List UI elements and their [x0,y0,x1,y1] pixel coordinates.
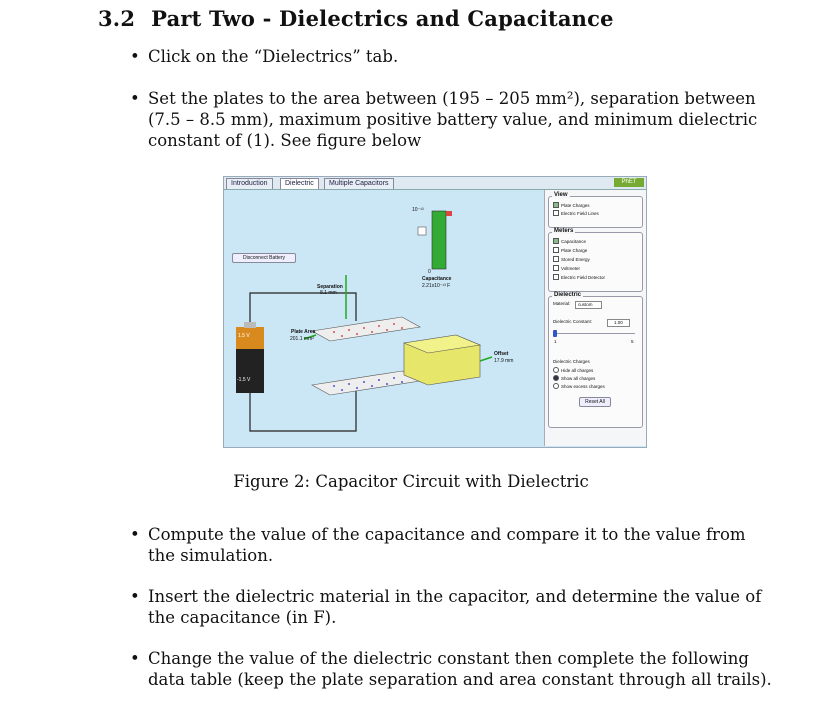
bullet-dot: • [130,47,140,66]
field-detector-checkbox[interactable]: Electric Field Detector [553,274,605,281]
plate-charges [333,323,403,337]
offset-handle [479,356,493,362]
meters-title: Meters [552,228,576,234]
show-excess-charges-radio[interactable]: Show excess charges [553,383,605,390]
battery-bottom-label: -1.5 V [237,377,251,383]
bullet-text: Compute the value of the capacitance and… [148,525,746,565]
bottom-wire [249,385,357,432]
bullet-dot: • [130,525,140,544]
circuit-canvas [236,210,493,432]
bullet-dot: • [130,587,140,606]
slider-min-label: 1 [554,339,557,344]
battery-top-label: 1.5 V [238,333,250,339]
bullet-dot: • [130,649,140,668]
area-label: Plate Area [291,329,316,335]
view-title: View [552,192,570,198]
section-number: 3.2 [98,6,136,31]
slider-max-label: 5 [631,339,634,344]
meters-box: Meters Capacitance Plate Charge Stored E… [548,228,643,292]
top-plate [311,316,421,342]
hide-charges-radio[interactable]: Hide all charges [553,367,593,374]
offset-value: 17.9 mm [494,358,514,364]
bullet-dot: • [130,89,140,108]
show-all-charges-radio[interactable]: Show all charges [553,375,595,382]
dielectric-title: Dielectric [552,292,584,298]
phet-logo: PhET [614,178,644,187]
bullet-text: Set the plates to the area between (195 … [148,89,758,150]
bullet-text: Change the value of the dielectric const… [148,649,772,689]
meter-max-label: 10⁻¹³ [412,207,424,213]
field-lines-checkbox[interactable]: Electric Field Lines [553,210,599,217]
sim-tabs: Introduction Dielectric Multiple Capacit… [224,177,646,190]
area-value: 201.1 mm² [290,336,314,342]
meter-min-label: 0 [428,269,431,275]
capacitance-meter-bar [431,210,447,270]
material-select[interactable]: custom [575,301,602,309]
zoom-icon [417,226,427,236]
constant-slider-thumb[interactable] [553,330,557,337]
figure-caption: Figure 2: Capacitor Circuit with Dielect… [233,472,589,491]
tab-dielectric[interactable]: Dielectric [280,178,319,189]
capacitance-checkbox[interactable]: Capacitance [553,238,586,245]
constant-input[interactable]: 1.00 [607,319,630,327]
area-handle [303,334,317,340]
capacitance-label: Capacitance [422,276,452,282]
material-label: Material: [553,301,571,306]
top-wire [249,292,357,339]
section-title: Part Two - Dielectrics and Capacitance [151,6,614,31]
separation-value: 8.1 mm [320,290,337,296]
dielectric-box: Dielectric Material: custom Dielectric C… [548,292,643,428]
bullet-text: Click on the “Dielectrics” tab. [148,47,399,66]
capacitance-value: 2.21x10⁻¹³ F [422,283,451,289]
constant-slider-track[interactable] [555,333,635,334]
offset-label: Offset [494,351,509,357]
dielectric-charges-label: Dielectric Charges [553,359,590,364]
bullet-text: Insert the dielectric material in the ca… [148,587,762,627]
reset-all-button[interactable]: Reset All [579,397,611,407]
constant-label: Dielectric Constant: [553,319,593,324]
view-box: View Plate Charges Electric Field Lines [548,192,643,228]
plate-charge-checkbox[interactable]: Plate Charge [553,247,587,254]
capacitor-simulation: Introduction Dielectric Multiple Capacit… [223,176,647,448]
tab-introduction[interactable]: Introduction [226,178,273,189]
tab-multiple-capacitors[interactable]: Multiple Capacitors [324,178,394,189]
battery-top [236,327,264,349]
stored-energy-checkbox[interactable]: Stored Energy [553,256,590,263]
plate-charges-checkbox[interactable]: Plate Charges [553,202,590,209]
section-heading: 3.2 Part Two - Dielectrics and Capacitanc… [98,6,614,31]
control-panel: View Plate Charges Electric Field Lines … [544,190,646,446]
voltmeter-checkbox[interactable]: Voltmeter [553,265,580,272]
disconnect-battery-button[interactable]: Disconnect Battery [232,253,296,263]
separation-label: Separation [317,284,343,290]
